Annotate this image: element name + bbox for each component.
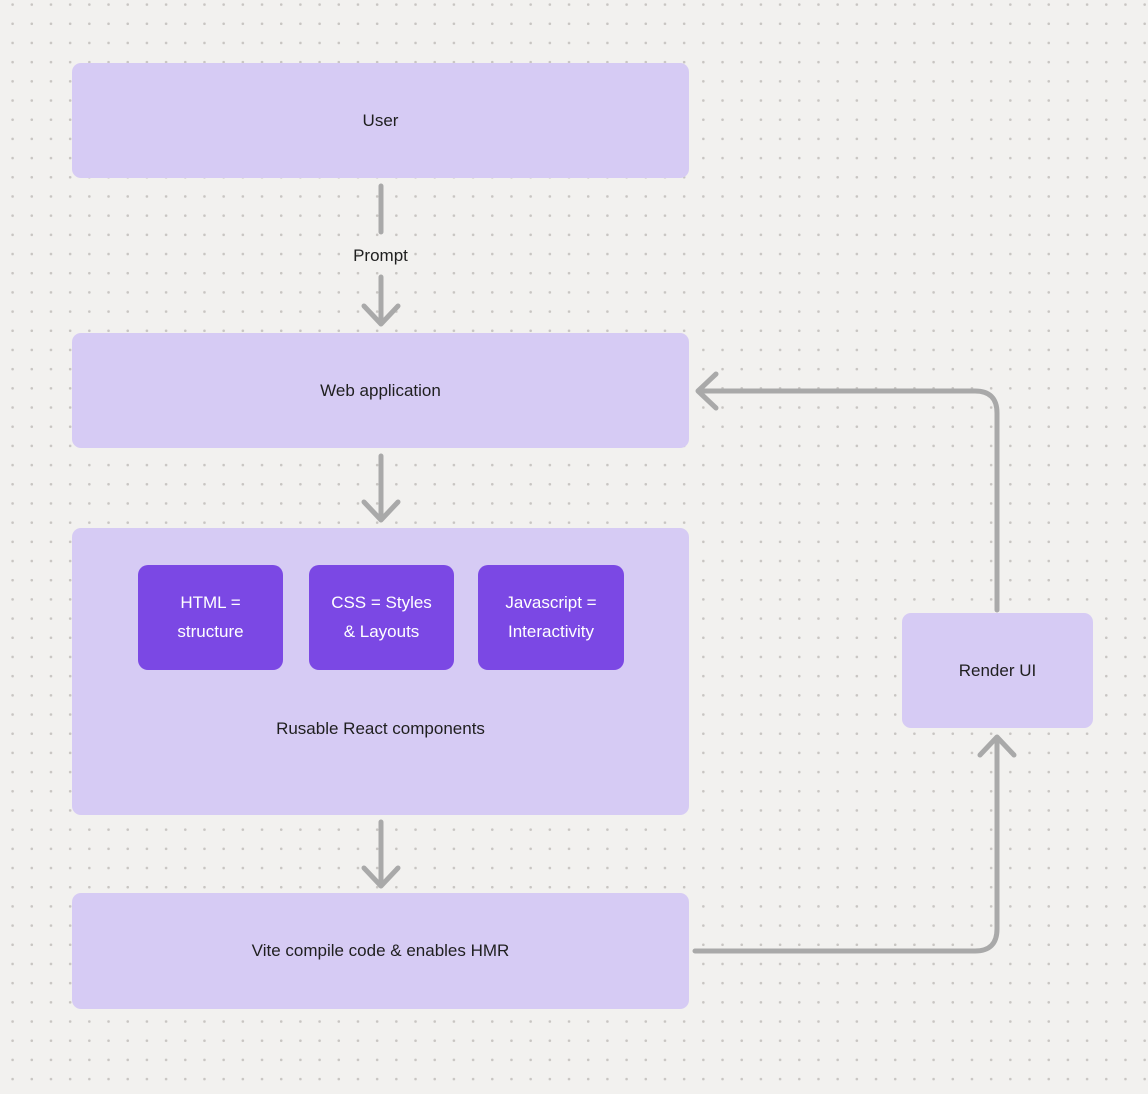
node-css[interactable]: CSS = Styles & Layouts <box>309 565 454 670</box>
node-render-ui-label: Render UI <box>958 660 1037 680</box>
edge-user-to-webapp <box>361 183 401 327</box>
node-html[interactable]: HTML = structure <box>138 565 283 670</box>
edge-components-to-vite <box>361 819 401 889</box>
components-group-label: Rusable React components <box>276 719 485 738</box>
node-css-label: CSS = Styles & Layouts <box>331 593 432 641</box>
edge-label-prompt: Prompt <box>353 246 408 265</box>
node-web-application-label: Web application <box>320 380 441 400</box>
edge-webapp-to-components <box>361 453 401 523</box>
node-user-label: User <box>362 110 399 130</box>
node-web-application[interactable]: Web application <box>72 333 689 448</box>
node-user[interactable]: User <box>72 63 689 178</box>
node-html-label: HTML = structure <box>177 593 244 641</box>
node-javascript[interactable]: Javascript = Interactivity <box>478 565 624 670</box>
node-vite[interactable]: Vite compile code & enables HMR <box>72 893 689 1009</box>
node-javascript-label: Javascript = Interactivity <box>505 593 597 641</box>
edge-render-to-webapp <box>695 371 1000 613</box>
edge-vite-to-render <box>692 734 1017 954</box>
node-vite-label: Vite compile code & enables HMR <box>251 941 510 961</box>
node-render-ui[interactable]: Render UI <box>902 613 1093 728</box>
